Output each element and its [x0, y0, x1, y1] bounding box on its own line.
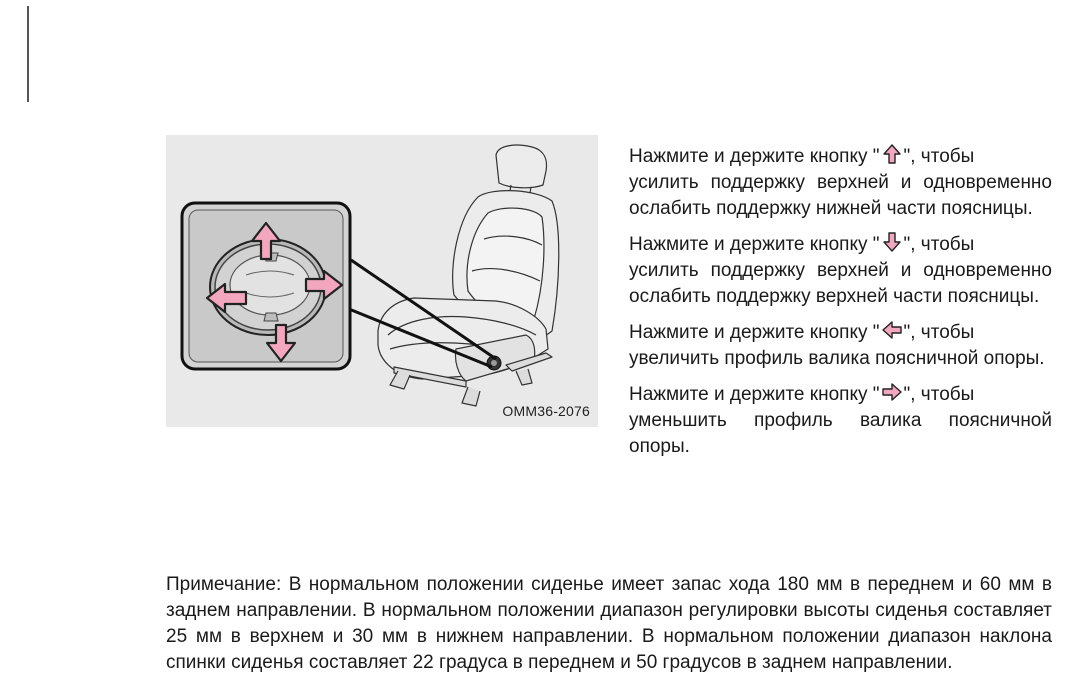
- figure-code: OMM36-2076: [502, 403, 590, 419]
- arrow-down-icon: [882, 232, 901, 252]
- instructions: Нажмите и держите кнопку " ", чтобы усили…: [629, 143, 1052, 469]
- instruction-prefix: Нажмите и держите кнопку ": [629, 234, 880, 255]
- instruction-suffix: ", чтобы: [903, 146, 975, 167]
- instruction-suffix: ", чтобы: [903, 322, 975, 343]
- instruction-up: Нажмите и держите кнопку " ", чтобы усили…: [629, 143, 1052, 222]
- instruction-right: Нажмите и держите кнопку " ", чтобы умень…: [629, 381, 1052, 460]
- arrow-left-icon: [881, 321, 902, 339]
- instruction-suffix: ", чтобы: [903, 234, 975, 255]
- instruction-left: Нажмите и держите кнопку " ", чтобы увели…: [629, 319, 1052, 372]
- instruction-prefix: Нажмите и держите кнопку ": [629, 322, 880, 343]
- instruction-down: Нажмите и держите кнопку " ", чтобы усили…: [629, 231, 1052, 310]
- arrow-up-icon: [882, 144, 901, 164]
- instruction-suffix: ", чтобы: [903, 384, 975, 405]
- seat-icon: [377, 144, 560, 407]
- switch-knob-icon: [209, 238, 327, 336]
- instruction-text: усилить поддержку верхней и одновременно…: [629, 260, 1052, 307]
- arrow-right-icon: [881, 383, 902, 401]
- arrow-up-icon: [250, 221, 282, 261]
- margin-rule: [27, 6, 29, 102]
- arrow-down-icon: [265, 323, 297, 363]
- instruction-text: уменьшить профиль валика поясничной опор…: [629, 410, 1052, 457]
- seat-figure: OMM36-2076: [166, 135, 598, 427]
- instruction-prefix: Нажмите и держите кнопку ": [629, 384, 880, 405]
- instruction-text: усилить поддержку верхней и одновременно…: [629, 172, 1052, 219]
- arrow-right-icon: [304, 269, 344, 301]
- note-paragraph: Примечание: В нормальном положении сиден…: [166, 574, 1052, 673]
- arrow-left-icon: [205, 282, 248, 314]
- instruction-prefix: Нажмите и держите кнопку ": [629, 146, 880, 167]
- instruction-text: увеличить профиль валика поясничной опор…: [629, 348, 1045, 369]
- seat-illustration: [180, 144, 560, 407]
